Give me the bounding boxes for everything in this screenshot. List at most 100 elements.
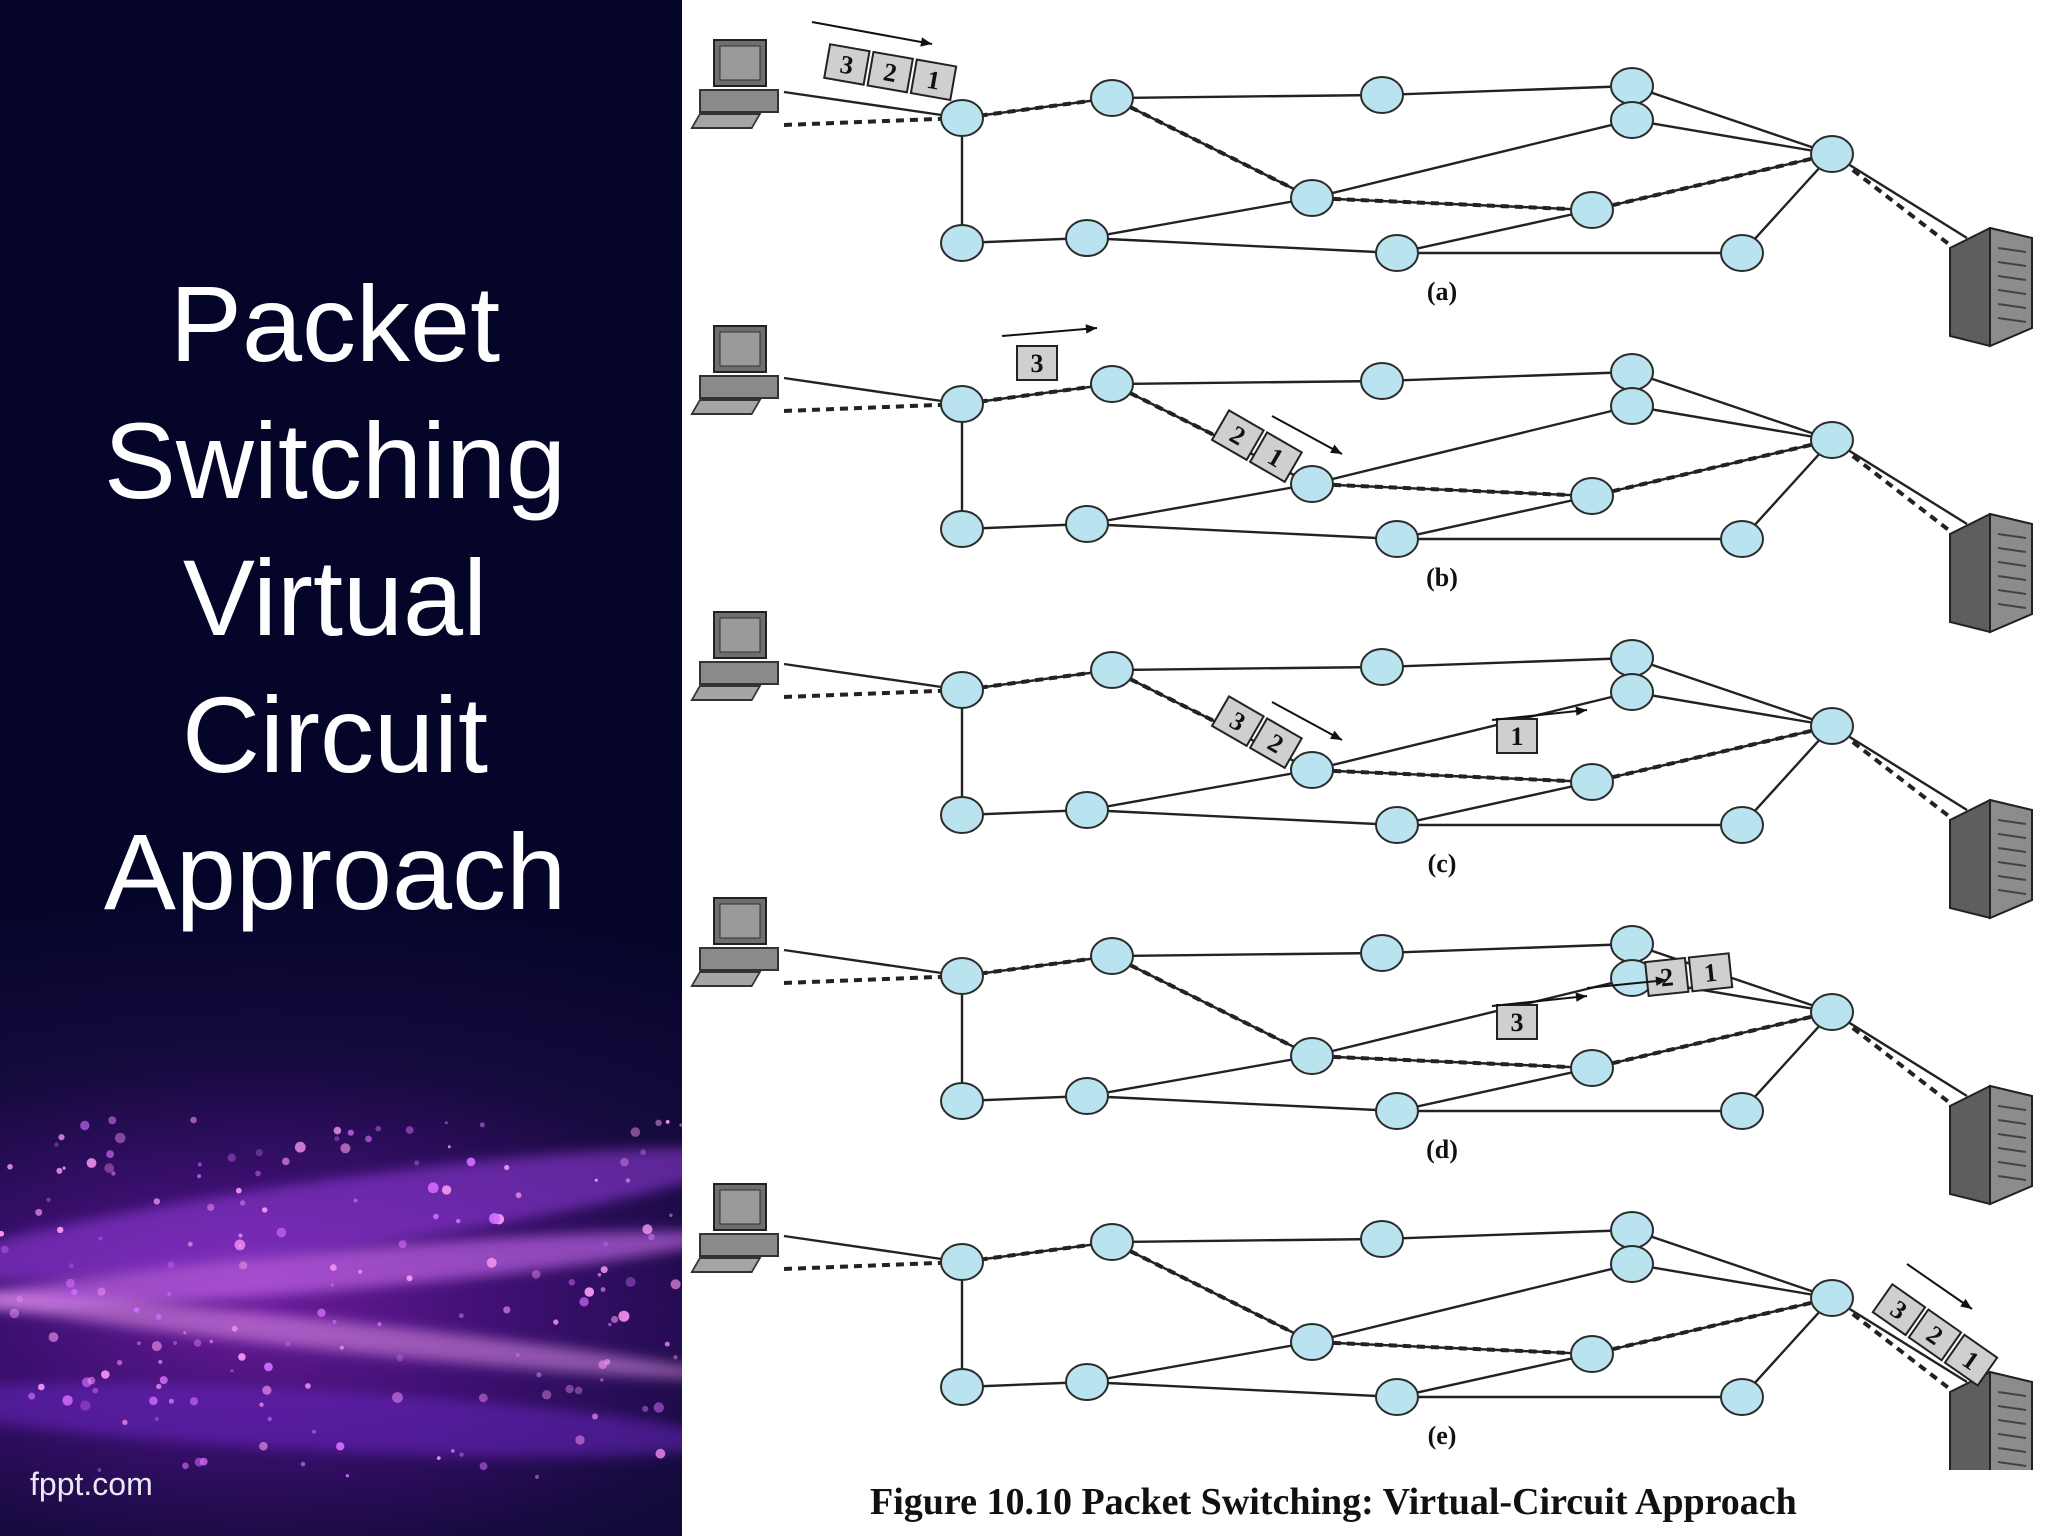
- network-link: [783, 948, 963, 978]
- network-link: [1111, 951, 1383, 958]
- packet-box: [1496, 718, 1538, 754]
- panel-label: (c): [1428, 849, 1457, 878]
- sparkle-dot: [679, 1123, 682, 1127]
- packet-number: 3: [1511, 1008, 1524, 1037]
- sparkle-dot: [648, 1233, 655, 1241]
- title-line: Circuit: [181, 674, 489, 795]
- switch-node: [1360, 1220, 1404, 1258]
- sparkle-dot: [479, 1462, 488, 1471]
- title-panel: Packet Switching Virtual Circuit Approac…: [0, 0, 682, 1536]
- sparkle-dot: [340, 1143, 351, 1154]
- sparkle-dot: [330, 1264, 337, 1271]
- sparkle-dot: [574, 1386, 583, 1395]
- sparkle-dot: [71, 1288, 78, 1296]
- switch-node: [1810, 135, 1854, 173]
- sparkle-dot: [375, 1125, 382, 1132]
- sparkle-dot: [330, 1283, 334, 1287]
- sparkle-dot: [478, 1393, 488, 1403]
- arrow-head: [1085, 324, 1097, 334]
- sparkle-dot: [486, 1257, 497, 1268]
- sparkle-dot: [86, 1158, 97, 1168]
- sparkle-dot: [594, 1178, 598, 1182]
- switch-node: [1065, 1077, 1109, 1115]
- sparkle-dot: [155, 1314, 162, 1320]
- sparkle-dot: [151, 1341, 162, 1352]
- figure-caption: Figure 10.10 Packet Switching: Virtual-C…: [870, 1481, 1797, 1523]
- sparkle-dot: [230, 1369, 234, 1373]
- sparkle-dot: [116, 1359, 123, 1366]
- network-link: [1831, 1010, 1968, 1098]
- sparkle-dot: [255, 1170, 261, 1177]
- sparkle-dot: [187, 1241, 193, 1247]
- switch-node: [1375, 520, 1419, 558]
- network-link: [1741, 153, 1833, 254]
- brand-watermark: fppt.com: [30, 1466, 153, 1502]
- network-link: [1741, 1297, 1833, 1398]
- network-link: [1111, 379, 1383, 386]
- network-link: [1741, 725, 1833, 826]
- sparkle-dot: [209, 1339, 214, 1344]
- packet-number: 1: [1703, 958, 1719, 988]
- sparkle-dot: [234, 1239, 246, 1251]
- sparkle-dot: [406, 1275, 413, 1282]
- network-link: [1831, 438, 1968, 526]
- switch-node: [1610, 639, 1654, 677]
- sparkle-dot: [466, 1157, 476, 1167]
- network-link: [1111, 665, 1383, 672]
- switch-node: [940, 957, 984, 995]
- switch-node: [940, 510, 984, 548]
- sparkle-dot: [193, 1339, 202, 1347]
- panel-label: (e): [1428, 1421, 1457, 1450]
- sparkle-dot: [312, 1429, 316, 1434]
- sparkle-dot: [664, 1341, 670, 1347]
- sparkle-dot: [392, 1392, 403, 1403]
- switch-node: [1570, 763, 1614, 801]
- sparkle-dot: [259, 1402, 264, 1407]
- switch-node: [1065, 219, 1109, 257]
- network-link: [1311, 404, 1633, 486]
- switch-node: [1360, 362, 1404, 400]
- sparkle-dot: [167, 1292, 171, 1296]
- panel-label: (a): [1427, 277, 1457, 306]
- packet-number: 2: [1659, 962, 1675, 992]
- server-tower-icon: [1949, 512, 2033, 634]
- sparkle-dot: [640, 1149, 647, 1156]
- network-link: [1086, 236, 1398, 255]
- arrow-head: [1575, 706, 1587, 716]
- network-link: [1381, 370, 1633, 383]
- network-link: [1631, 118, 1833, 156]
- arrow-head: [920, 37, 932, 47]
- switch-node: [940, 671, 984, 709]
- sparkle-dot: [282, 1157, 290, 1166]
- packet-box: [1210, 695, 1266, 748]
- direction-arrow: [1001, 327, 1098, 337]
- switch-node: [1610, 673, 1654, 711]
- sparkle-dot: [503, 1306, 511, 1314]
- switch-node: [1290, 1037, 1334, 1075]
- sparkle-dot: [80, 1120, 90, 1131]
- network-link: [1086, 482, 1313, 526]
- switch-node: [1610, 101, 1654, 139]
- direction-arrow: [1491, 995, 1588, 1007]
- packet-number: 1: [1511, 722, 1524, 751]
- sparkle-dot: [611, 1315, 619, 1324]
- diagram-panel: 32 1 (c): [690, 611, 2033, 920]
- packet-group: 32: [1210, 695, 1304, 770]
- packet-group: 321: [1871, 1282, 1999, 1387]
- sparkle-dot: [608, 1322, 612, 1327]
- server-tower-icon: [1949, 1084, 2033, 1206]
- sparkle-dot: [158, 1359, 163, 1364]
- packet-number: 3: [1031, 349, 1044, 378]
- packet-box: [1943, 1333, 1999, 1387]
- arrow-head: [1960, 1298, 1972, 1309]
- sparkle-dot: [98, 1236, 103, 1241]
- network-link: [1311, 976, 1633, 1058]
- sparkle-dot: [238, 1233, 243, 1238]
- switch-node: [1090, 365, 1134, 403]
- network-link: [1631, 404, 1833, 442]
- sparkle-dot: [600, 1287, 606, 1292]
- switch-node: [1720, 806, 1764, 844]
- title-line: Approach: [103, 811, 567, 932]
- sparkle-dot: [9, 1308, 20, 1319]
